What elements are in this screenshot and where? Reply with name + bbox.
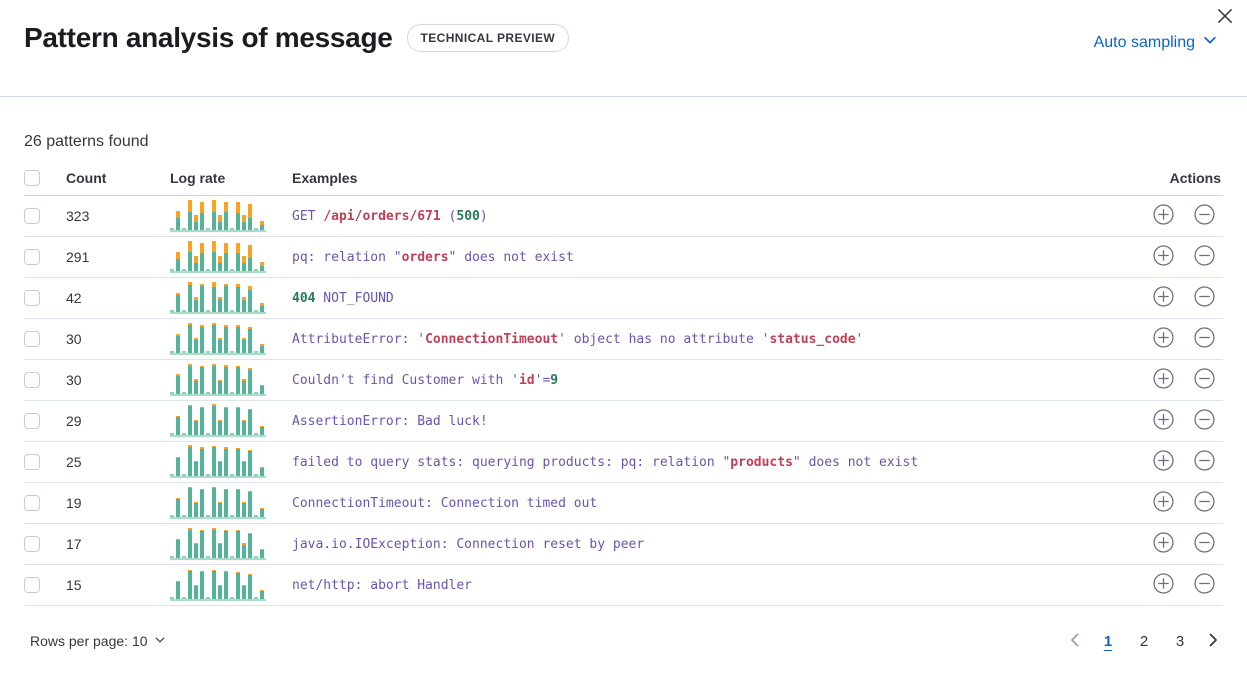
plus-in-circle-icon[interactable] [1153,327,1174,351]
pattern-count: 25 [66,441,170,484]
pattern-example: net/http: abort Handler [292,564,1131,607]
chevron-left-icon[interactable] [1065,632,1085,651]
minus-in-circle-icon[interactable] [1194,409,1215,433]
plus-in-circle-icon[interactable] [1153,368,1174,392]
plus-in-circle-icon[interactable] [1153,409,1174,433]
rows-per-page-label: Rows per page: 10 [30,633,148,650]
row-checkbox[interactable] [24,536,40,553]
row-checkbox[interactable] [24,331,40,348]
minus-in-circle-icon[interactable] [1194,491,1215,515]
log-rate-sparkline [170,528,266,561]
column-header-examples: Examples [292,163,1131,197]
pattern-example: GET /api/orders/671 (500) [292,195,1131,238]
row-checkbox[interactable] [24,454,40,471]
plus-in-circle-icon[interactable] [1153,245,1174,269]
minus-in-circle-icon[interactable] [1194,532,1215,556]
log-rate-sparkline [170,200,266,233]
pattern-example: Couldn't find Customer with 'id'=9 [292,359,1131,402]
column-header-count: Count [66,163,170,197]
table-row: 25 failed to query stats: querying produc… [24,441,1223,484]
row-checkbox[interactable] [24,290,40,307]
plus-in-circle-icon[interactable] [1153,204,1174,228]
page-button-3[interactable]: 3 [1167,628,1193,654]
column-header-actions: Actions [1131,163,1223,197]
page-button-1[interactable]: 1 [1095,628,1121,654]
select-all-checkbox[interactable] [24,170,40,187]
log-rate-sparkline [170,282,266,315]
table-row: 30 AttributeError: 'ConnectionTimeout' ob… [24,318,1223,361]
plus-in-circle-icon[interactable] [1153,286,1174,310]
log-rate-sparkline [170,445,266,479]
flyout-header: Pattern analysis of message TECHNICAL PR… [0,0,1247,97]
pattern-count: 15 [66,564,170,607]
pattern-count: 29 [66,400,170,443]
pattern-example: ConnectionTimeout: Connection timed out [292,482,1131,525]
row-checkbox[interactable] [24,372,40,389]
pattern-count: 30 [66,359,170,402]
pattern-count: 30 [66,318,170,361]
pattern-count: 19 [66,482,170,525]
chevron-right-icon[interactable] [1203,632,1223,651]
pagination: 1 2 3 [1065,628,1223,654]
page-title: Pattern analysis of message [24,22,393,53]
pattern-count: 42 [66,277,170,320]
table-row: 30 Couldn't find Customer with 'id'=9 [24,359,1223,402]
close-icon[interactable] [1213,5,1237,29]
pattern-example: 404 NOT_FOUND [292,277,1131,320]
minus-in-circle-icon[interactable] [1194,204,1215,228]
minus-in-circle-icon[interactable] [1194,450,1215,474]
minus-in-circle-icon[interactable] [1194,327,1215,351]
page-button-2[interactable]: 2 [1131,628,1157,654]
plus-in-circle-icon[interactable] [1153,450,1174,474]
pattern-analysis-table: Count Log rate Examples Actions 323 GET /… [24,163,1223,607]
table-row: 29 AssertionError: Bad luck! [24,400,1223,443]
column-header-log-rate: Log rate [170,163,292,197]
minus-in-circle-icon[interactable] [1194,245,1215,269]
log-rate-sparkline [170,404,266,438]
log-rate-sparkline [170,364,266,397]
table-row: 17 java.io.IOException: Connection reset … [24,523,1223,566]
row-checkbox[interactable] [24,249,40,266]
minus-in-circle-icon[interactable] [1194,368,1215,392]
chevron-down-icon [1203,33,1217,52]
pattern-example: failed to query stats: querying products… [292,441,1131,484]
plus-in-circle-icon[interactable] [1153,573,1174,597]
pattern-example: pq: relation "orders" does not exist [292,236,1131,279]
row-checkbox[interactable] [24,495,40,512]
table-footer: Rows per page: 10 1 2 3 [24,628,1223,654]
rows-per-page-button[interactable]: Rows per page: 10 [24,632,172,650]
table-row: 19 ConnectionTimeout: Connection timed ou… [24,482,1223,525]
table-body: 323 GET /api/orders/671 (500) 291 pq: relat… [24,195,1223,607]
patterns-found-summary: 26 patterns found [24,133,149,150]
table-row: 42 404 NOT_FOUND [24,277,1223,320]
plus-in-circle-icon[interactable] [1153,532,1174,556]
pattern-example: AssertionError: Bad luck! [292,400,1131,443]
row-checkbox[interactable] [24,413,40,430]
table-row: 323 GET /api/orders/671 (500) [24,195,1223,238]
sampling-menu-button[interactable]: Auto sampling [1088,32,1223,53]
log-rate-sparkline [170,241,266,274]
plus-in-circle-icon[interactable] [1153,491,1174,515]
row-checkbox[interactable] [24,577,40,594]
pattern-count: 17 [66,523,170,566]
pattern-example: AttributeError: 'ConnectionTimeout' obje… [292,318,1131,361]
table-header-row: Count Log rate Examples Actions [24,163,1223,197]
pattern-example: java.io.IOException: Connection reset by… [292,523,1131,566]
minus-in-circle-icon[interactable] [1194,573,1215,597]
log-rate-sparkline [170,323,266,356]
log-rate-sparkline [170,487,266,520]
minus-in-circle-icon[interactable] [1194,286,1215,310]
table-row: 291 pq: relation "orders" does not exist [24,236,1223,279]
log-rate-sparkline [170,569,266,602]
table-row: 15 net/http: abort Handler [24,564,1223,607]
technical-preview-badge: TECHNICAL PREVIEW [406,24,570,52]
row-checkbox[interactable] [24,208,40,225]
chevron-down-icon [154,633,166,649]
pattern-count: 291 [66,236,170,279]
sampling-menu-label: Auto sampling [1093,33,1195,51]
pattern-count: 323 [66,195,170,238]
